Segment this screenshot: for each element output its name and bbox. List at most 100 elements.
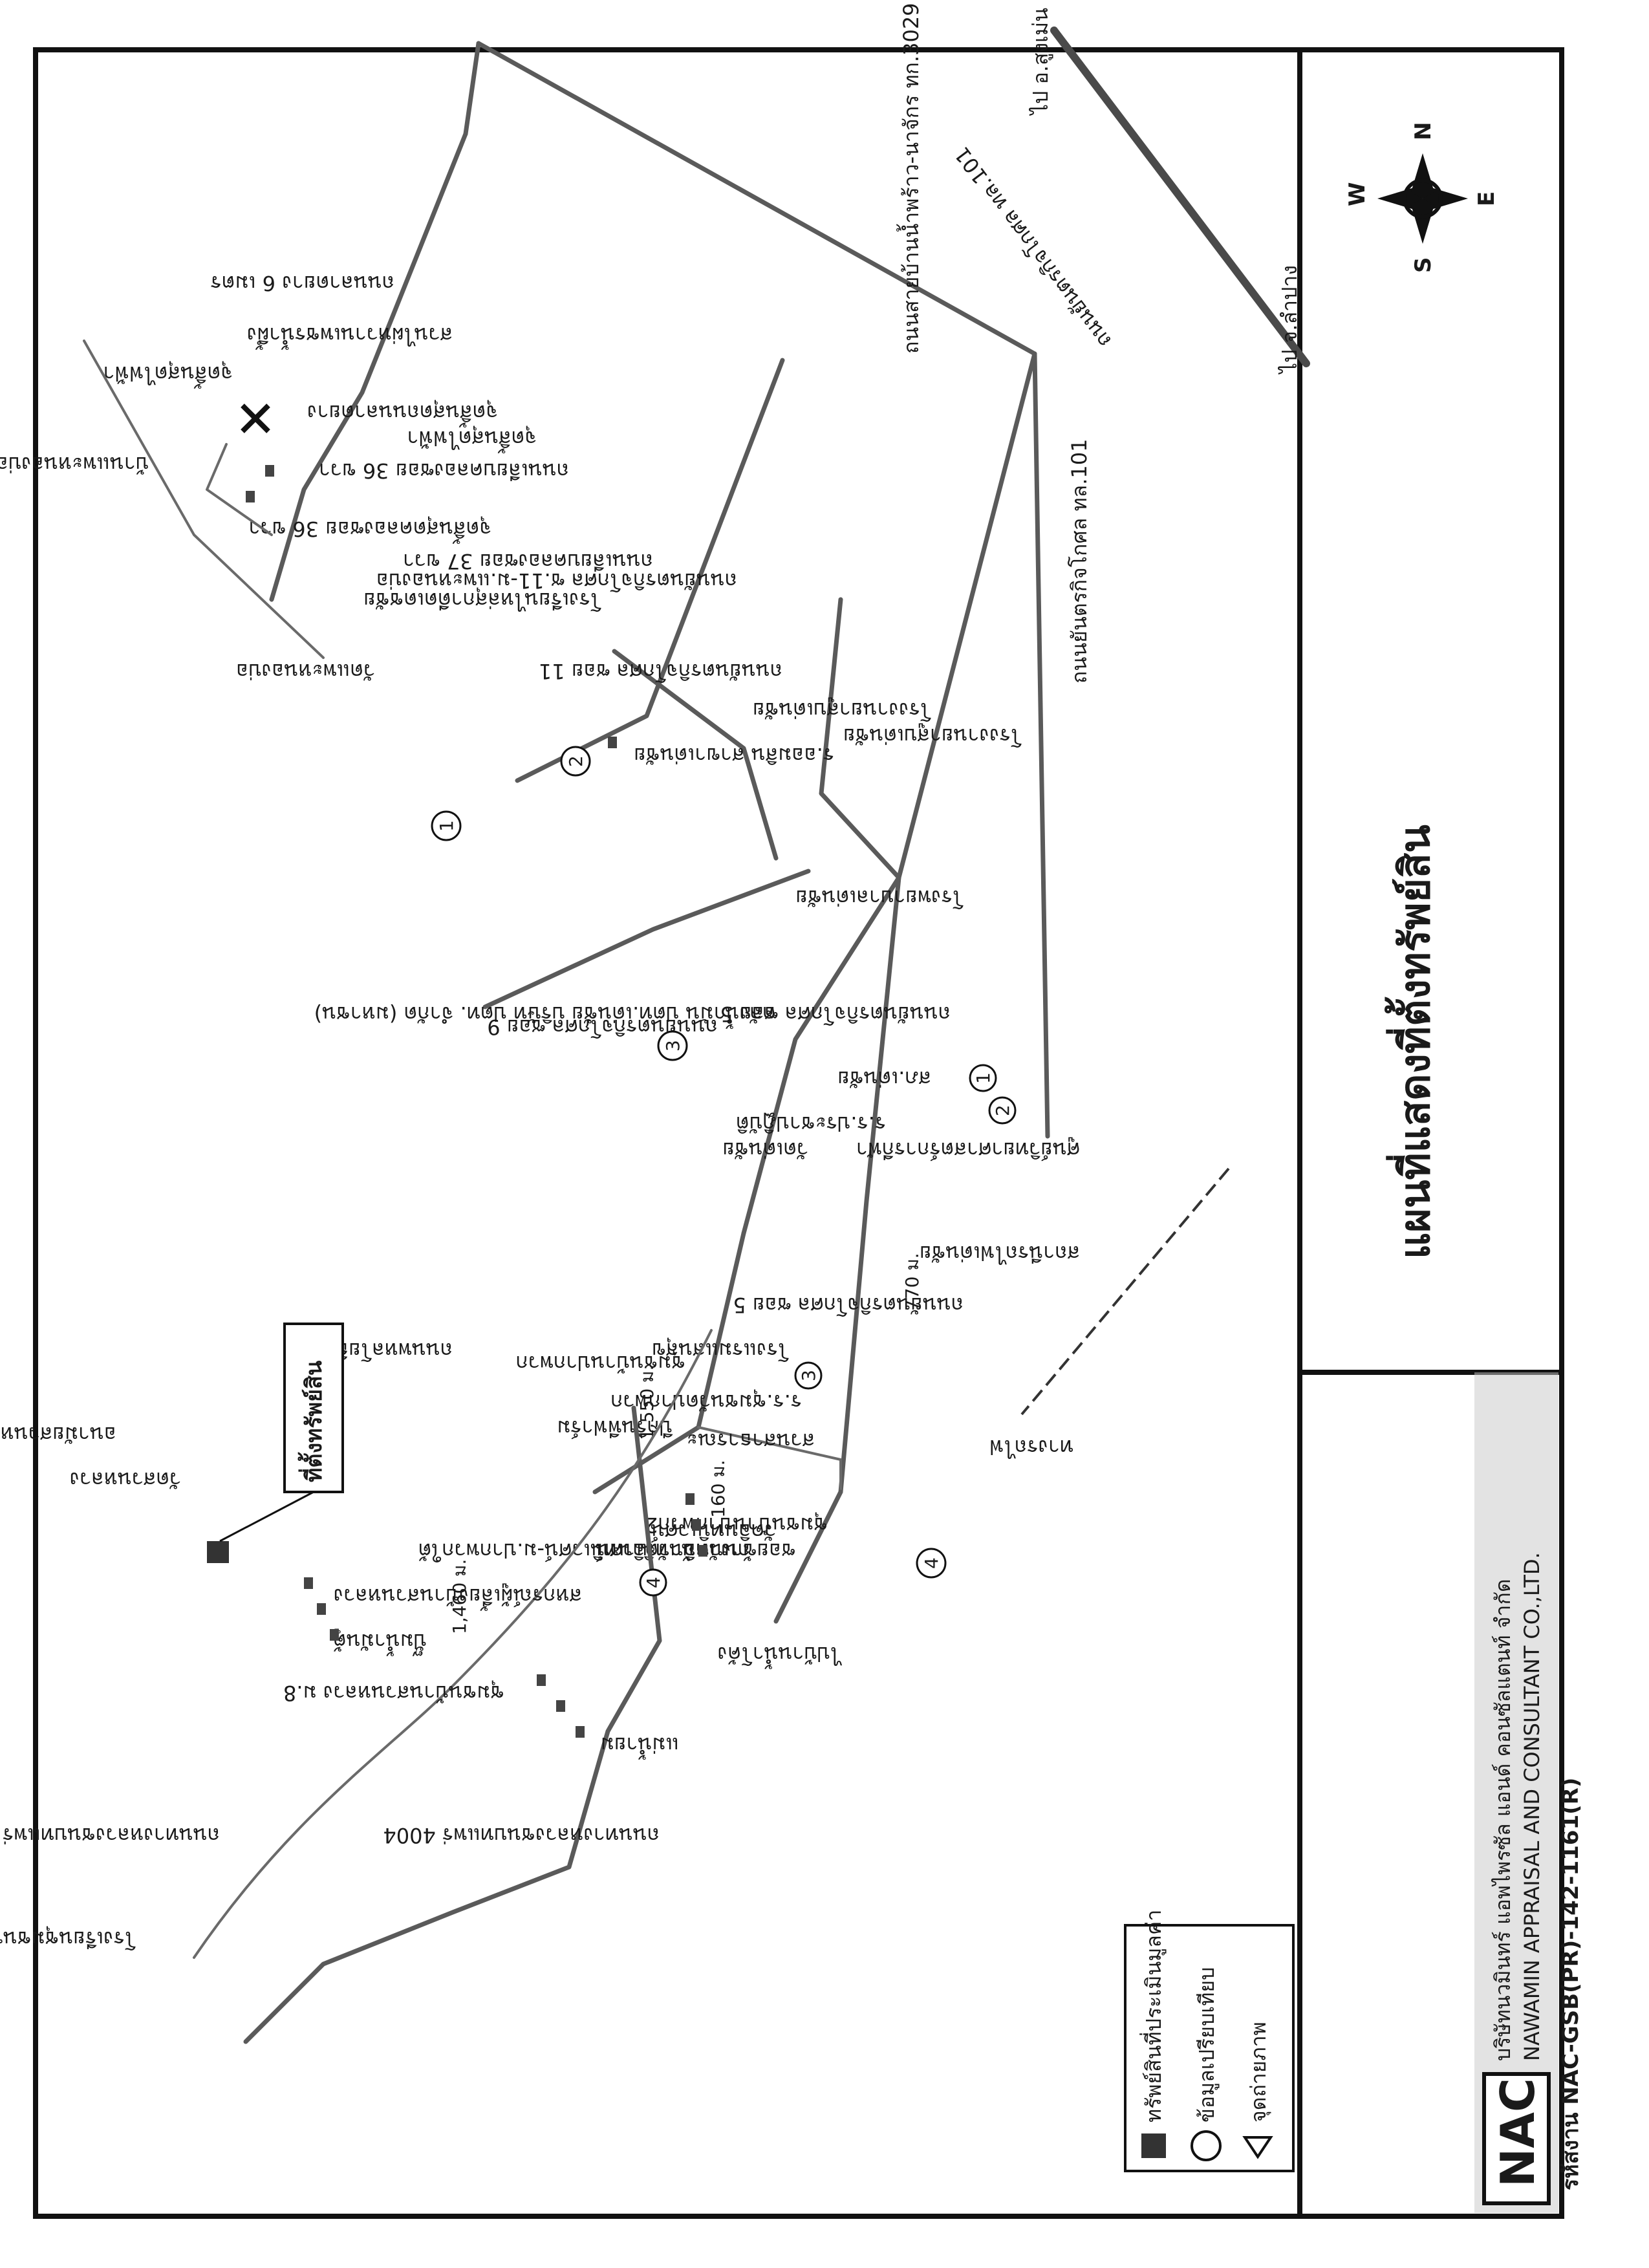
hwy101-label-b: ถนนยันตรกิจโกศล ทล.101 xyxy=(1067,439,1092,684)
community-suanluang-label: ชุมชนบ้านสวนหลวง ม.8 xyxy=(283,1680,504,1705)
compass-s: S xyxy=(1410,257,1436,274)
road-3029 xyxy=(476,41,1037,356)
comparison-marker-3: 3 xyxy=(657,1030,688,1061)
nac-logo-text: NAC xyxy=(1491,2078,1545,2187)
soi11-label: ถนนยันตรกิจโกศล ซอย 11 xyxy=(539,659,782,684)
circle-icon xyxy=(1191,2130,1222,2161)
road-3029-ext xyxy=(463,41,481,136)
distance-1550: 1,550 ม. xyxy=(636,1365,658,1440)
to-namhong-label: ไปบ้านน้ำโค้ง xyxy=(717,1642,843,1669)
comparison-marker-1: 1 xyxy=(431,810,462,841)
soi5-label: ถนนยันตรกิจโกศล ซอย 5 xyxy=(720,1002,951,1026)
svg-text:1: 1 xyxy=(436,820,457,832)
property-callout-line xyxy=(219,1491,314,1542)
soi5-road xyxy=(838,875,901,1495)
community-pakpuak-1-label: ชุมชนบ้านปากพวก xyxy=(515,1350,685,1376)
ban-phae-label: บ้านแพะหนองบ่อ ม.1 xyxy=(0,452,149,477)
hwy101-segment xyxy=(1032,351,1050,1139)
legend-box xyxy=(1124,1924,1295,2172)
electric-end-2: จุดสิ้นสุดไฟฟ้า xyxy=(407,426,537,453)
resort-label: โรงแรมแสนสุข xyxy=(652,1337,789,1363)
legend-item-comparison: ข้อมูลเปรียบเทียบ xyxy=(1194,1967,1220,2122)
highway-101-north xyxy=(1050,27,1310,367)
svg-text:4: 4 xyxy=(921,1557,942,1569)
house-cluster xyxy=(246,465,707,1738)
garden-label: สวนไผ่หวานเพชรน้ำผึ้ง xyxy=(247,323,453,350)
svg-text:3: 3 xyxy=(798,1370,819,1381)
to-namhong-road xyxy=(773,1489,843,1624)
company-name-th: บริษัทนวมินทร์ แอพไพรซัล แอนด์ คอนซัลแตน… xyxy=(1491,1579,1515,2061)
rd-inthiwet-label: ถนนหน้าวัดอินทนิเวศน์-ม.ปากพวกใต้ xyxy=(418,1539,750,1563)
wat-intharam-label: ซอยข้างวัดอินทนิเวศน์ xyxy=(596,1539,795,1563)
health-center-label: อนามัยสวนหลวง xyxy=(0,1422,116,1447)
village-loop xyxy=(206,443,273,536)
svg-text:3: 3 xyxy=(662,1040,684,1052)
tech-school-label: ศูนย์วิทยาศาสตร์การกีฬา xyxy=(856,1137,1080,1162)
legend-item-photo: จุดถ่ายภาพ xyxy=(1246,2022,1271,2122)
school-pracha-label: ร.ร.ประชาปฏิบัติ xyxy=(736,1112,886,1136)
sak-denchai-label: สภ.เด่นชัย xyxy=(837,1066,931,1091)
soi11-road xyxy=(612,649,779,861)
company-name-en: NAWAMIN APPRAISAL AND CONSULTANT CO.,LTD… xyxy=(1520,1552,1544,2061)
health-2-label: โรงงานยาสูบเด่นชัย xyxy=(843,723,1022,748)
svg-text:4: 4 xyxy=(643,1577,664,1588)
rd4004-label-b: ถนนทางหลวงชนบทแพร่ 4004 xyxy=(0,1823,220,1848)
filled-square-icon xyxy=(1141,2133,1166,2158)
photo-point-1: 1 xyxy=(969,1064,997,1092)
yom-river xyxy=(193,1329,713,1959)
station-label: สถานีรถไฟเด่นชัย xyxy=(920,1241,1080,1266)
legend-item-property: ทรัพย์สินที่ประเมินมูลค่า xyxy=(1139,1910,1167,2122)
school-label: โรงเรียนไหล่สุกาดีดเดชชัย xyxy=(363,587,601,612)
school-ban-pakpuak-label: ร.ร.ชุมชนวัดปากพวก xyxy=(610,1389,802,1414)
map-title: แผนที่แสดงที่ตั้งทรัพย์สิน xyxy=(1385,825,1439,1259)
svg-text:2: 2 xyxy=(565,755,587,767)
soi36-road xyxy=(269,131,468,602)
hospital-label: โรงพยาบาลเด่นชัย xyxy=(795,885,964,910)
photo-point-2: 2 xyxy=(988,1096,1017,1125)
compass-e: E xyxy=(1474,191,1500,206)
soi11-east xyxy=(819,597,901,880)
electric-end-1: จุดสิ้นสุดไฟฟ้า xyxy=(103,361,233,389)
camera-point-icon xyxy=(1242,2136,1273,2159)
wat-denchai-label: วัดเด่นชัย xyxy=(722,1138,808,1162)
svg-text:2: 2 xyxy=(992,1105,1013,1116)
office-label: สวนสาธารณะ xyxy=(687,1429,815,1453)
compass-w: W xyxy=(1344,182,1370,206)
distance-770: 770 ม. xyxy=(901,1253,923,1311)
soi37-road xyxy=(515,358,785,783)
svg-text:1: 1 xyxy=(973,1072,994,1084)
bank-label: ร.ออมสิน สาขาเด่นชัย xyxy=(634,743,834,768)
distance-1460: 1,460 ม. xyxy=(449,1559,470,1634)
railway-line xyxy=(1020,1167,1230,1416)
job-code: รหัสงาน NAC-GSB(PR)-142-1161(R) xyxy=(1558,1778,1584,2190)
soi5-label-b: ถนนยันตรกิจโกศล ซอย 5 xyxy=(733,1293,964,1317)
nac-logo-box xyxy=(1482,2072,1551,2205)
photo-point-3: 3 xyxy=(794,1361,823,1390)
community-pakpuak-label: ชุมชนบ้านปากพวก2 xyxy=(645,1512,828,1537)
property-label: ที่ตั้งทรัพย์สิน xyxy=(297,1361,327,1482)
hwy101-to-center xyxy=(896,351,1037,880)
soi9-road xyxy=(482,869,811,1010)
center-road xyxy=(741,875,901,1236)
coop-label: สหกรณ์ผู้เลี้ยงบ้านสวนหลวง xyxy=(334,1583,582,1611)
pong-soi36-label: จุดสิ้นสุดคลองซอย 36 ขวา xyxy=(248,516,491,544)
paved-end-label: จุดสิ้นสุดถนนลาดยาง xyxy=(307,400,498,427)
soi11-11-label: ถนนยันตรกิจโกศล ซ.11-ม.แพะหนองบ่อ xyxy=(376,568,737,593)
gas-station-label: ปั๊มน้ำมันตู้ xyxy=(333,1628,427,1656)
rd6m-label: ถนนลาดยาง 6 เมตร xyxy=(210,271,394,296)
road-4004 xyxy=(243,1405,662,2044)
railway-label: ทางรถไฟ xyxy=(989,1435,1073,1460)
wat-phae-label: วัดแพะหนองบ่อ xyxy=(236,659,375,684)
property-marker-icon xyxy=(207,1541,229,1563)
distance-160: 160 ม. xyxy=(707,1460,729,1518)
road-3029-label: ถนนสายบ้านน้ำพร้าว-นาจักร ทก.3029 xyxy=(896,3,923,354)
comparison-marker-2: 2 xyxy=(560,746,591,777)
wat-inthiwet-label: วัดอินทนิเวศน์ xyxy=(651,1519,776,1544)
to-lampang: ไป จ.ลำปาง xyxy=(1277,265,1302,375)
soi36-label: ถนนเลียบคลองซอย 36 ขวา xyxy=(319,459,569,483)
pakpuak-soi xyxy=(697,1426,842,1493)
footer-band xyxy=(1474,1372,1558,2213)
to-sungmen: ไป อ.สูงเม่น xyxy=(1028,8,1053,116)
